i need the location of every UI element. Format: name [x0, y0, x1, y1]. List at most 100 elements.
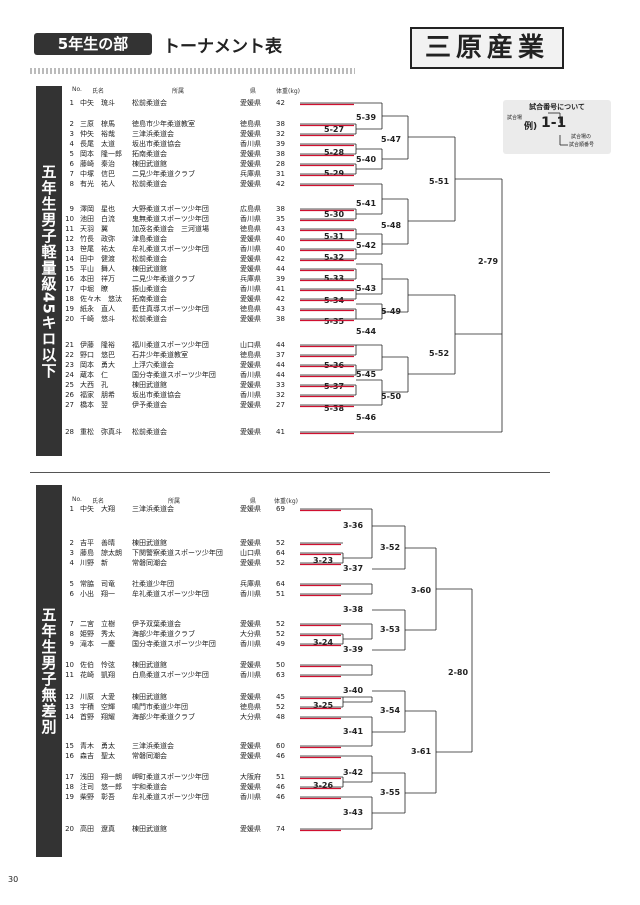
entry-pref: 大分県 — [240, 630, 261, 638]
entry-name: 中塚 信巴 — [80, 170, 115, 178]
entry-club: 松前柔道会 — [132, 180, 167, 188]
entry-name: 仲矢 裕哉 — [80, 130, 115, 138]
entry-weight: 69 — [276, 505, 285, 513]
entry-name: 田中 健渡 — [80, 255, 115, 263]
match-number: 5-41 — [356, 199, 377, 208]
entry-club: 棟田武道館 — [132, 265, 167, 273]
match-number: 5-29 — [324, 169, 345, 178]
entry-name: 竹長 政弥 — [80, 235, 115, 243]
entry-name: 滝本 一慶 — [80, 640, 115, 648]
match-number: 3-25 — [313, 701, 334, 710]
section1-title: 五年生男子軽量級45キロ以下 — [36, 86, 62, 456]
match-number: 3-43 — [343, 808, 364, 817]
entry-pref: 香川県 — [240, 285, 261, 293]
entry-weight: 50 — [276, 661, 285, 669]
entry-pref: 愛媛県 — [240, 235, 261, 243]
entry-weight: 52 — [276, 539, 285, 547]
entry-club: 二見少年柔道クラブ — [132, 170, 195, 178]
col-no: No. — [72, 86, 82, 93]
entry-name: 森吉 聖太 — [80, 752, 115, 760]
entry-club: 津島柔道会 — [132, 235, 167, 243]
section2-title: 五年生男子無差別 — [36, 485, 62, 857]
entry-pref: 徳島県 — [240, 120, 261, 128]
entry-pref: 徳島県 — [240, 305, 261, 313]
entry-weight: 27 — [276, 401, 285, 409]
match-number: 3-24 — [313, 638, 334, 647]
entry-no: 15 — [65, 265, 74, 273]
entry-club: 棟田武道館 — [132, 160, 167, 168]
entry-weight: 40 — [276, 245, 285, 253]
entry-no: 12 — [65, 693, 74, 701]
entry-club: 国分寺柔道スポーツ少年団 — [132, 640, 216, 648]
entry-no: 15 — [65, 742, 74, 750]
entry-no: 26 — [65, 391, 74, 399]
entry-pref: 徳島県 — [240, 703, 261, 711]
match-number: 2-80 — [448, 668, 469, 677]
entry-club: 棟田武道館 — [132, 381, 167, 389]
entry-weight: 64 — [276, 580, 285, 588]
match-number: 5-47 — [381, 135, 402, 144]
entry-no: 10 — [65, 661, 74, 669]
entry-club: 常磐同潮会 — [132, 559, 167, 567]
entry-pref: 愛媛県 — [240, 783, 261, 791]
entry-club: 棟田武道館 — [132, 693, 167, 701]
entry-name: 小出 翔一 — [80, 590, 115, 598]
legend-order: 試合順番号 — [569, 142, 595, 148]
entry-pref: 香川県 — [240, 640, 261, 648]
match-number: 5-27 — [324, 125, 345, 134]
entry-name: 三原 椋馬 — [80, 120, 115, 128]
entry-club: 拓南柔道会 — [132, 295, 167, 303]
entry-no: 24 — [65, 371, 74, 379]
entry-club: 坂出市柔道協会 — [132, 140, 181, 148]
entry-pref: 愛媛県 — [240, 361, 261, 369]
match-number: 3-54 — [380, 706, 401, 715]
entry-pref: 香川県 — [240, 215, 261, 223]
entry-no: 27 — [65, 401, 74, 409]
entry-name: 伊藤 隆裕 — [80, 341, 115, 349]
match-number: 2-79 — [478, 257, 499, 266]
entry-club: 牟礼柔道スポーツ少年団 — [132, 245, 209, 253]
entry-pref: 広島県 — [240, 205, 261, 213]
entry-name: 二宮 立樹 — [80, 620, 115, 628]
entry-club: 海部少年柔道クラブ — [132, 630, 195, 638]
entry-no: 1 — [69, 99, 74, 107]
entry-weight: 44 — [276, 361, 285, 369]
entry-weight: 38 — [276, 315, 285, 323]
entry-no: 12 — [65, 235, 74, 243]
entry-name: 首野 翔耀 — [80, 713, 115, 721]
match-number: 5-48 — [381, 221, 402, 230]
match-number: 3-39 — [343, 645, 364, 654]
entry-name: 千崎 悠斗 — [80, 315, 115, 323]
entry-weight: 46 — [276, 752, 285, 760]
entry-no: 8 — [69, 180, 74, 188]
entry-no: 9 — [69, 640, 74, 648]
entry-name: 笹尾 祐太 — [80, 245, 115, 253]
match-number: 5-45 — [356, 370, 377, 379]
entry-no: 7 — [69, 170, 74, 178]
entry-name: 長尾 太道 — [80, 140, 115, 148]
entry-pref: 香川県 — [240, 140, 261, 148]
match-number: 5-38 — [324, 404, 345, 413]
entry-no: 18 — [65, 783, 74, 791]
match-number: 5-35 — [324, 317, 345, 326]
entry-weight: 52 — [276, 620, 285, 628]
entry-club: 二見少年柔道クラブ — [132, 275, 195, 283]
entry-club: 棟田武道館 — [132, 825, 167, 833]
col-weight: 体重(kg) — [276, 88, 300, 95]
match-number: 3-55 — [380, 788, 401, 797]
entry-weight: 49 — [276, 640, 285, 648]
entry-club: 三津浜柔道会 — [132, 505, 174, 513]
entry-weight: 52 — [276, 559, 285, 567]
entry-club: 牟礼柔道スポーツ少年団 — [132, 793, 209, 801]
entry-name: 宇積 空輝 — [80, 703, 115, 711]
entry-weight: 46 — [276, 793, 285, 801]
entry-pref: 山口県 — [240, 341, 261, 349]
section-divider — [30, 472, 550, 473]
match-number: 5-30 — [324, 210, 345, 219]
entry-weight: 40 — [276, 235, 285, 243]
entry-name: 常脇 司竜 — [80, 580, 115, 588]
match-number: 3-41 — [343, 727, 364, 736]
entry-club: 大野柔道スポーツ少年団 — [132, 205, 209, 213]
entry-club: 松前柔道会 — [132, 99, 167, 107]
entry-no: 19 — [65, 793, 74, 801]
